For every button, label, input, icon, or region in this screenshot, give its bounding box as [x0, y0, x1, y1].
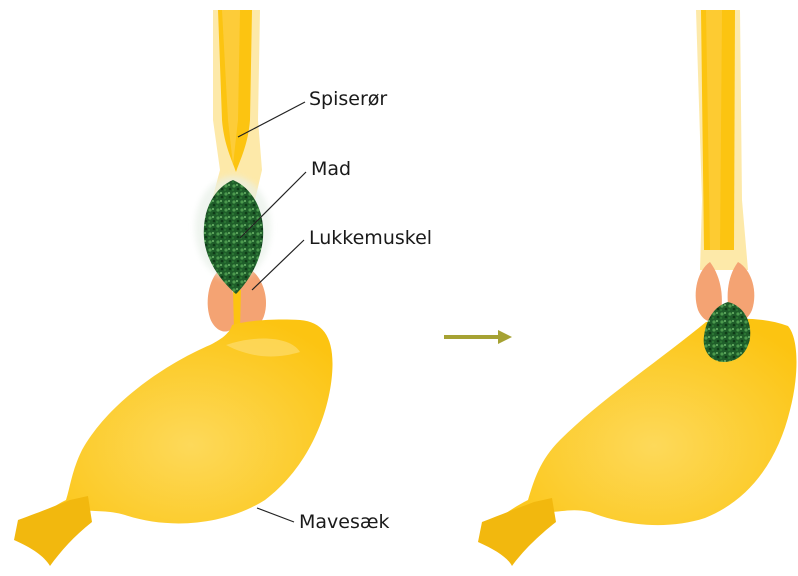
left-duodenum — [14, 496, 92, 566]
label-sphincter: Lukkemuskel — [309, 229, 432, 248]
label-stomach: Mavesæk — [299, 513, 390, 532]
progress-arrow — [444, 330, 512, 344]
right-illustration — [478, 10, 797, 566]
label-food: Mad — [311, 160, 351, 179]
left-illustration — [14, 10, 333, 566]
leader-stomach — [257, 508, 294, 522]
label-esophagus: Spiserør — [309, 90, 387, 109]
